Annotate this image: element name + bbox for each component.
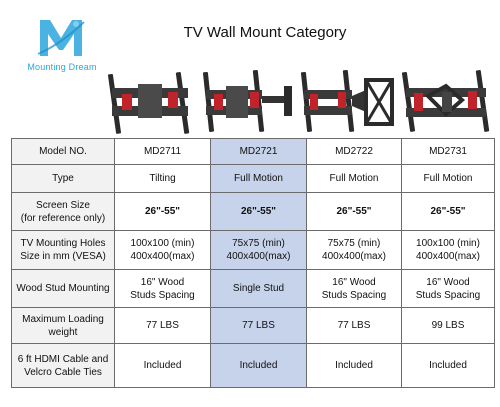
cell-md2721: Full Motion <box>210 164 307 193</box>
cell-md2722: Included <box>306 343 402 388</box>
cell-md2722: Full Motion <box>306 164 402 193</box>
cell-md2711: 77 LBS <box>114 307 211 344</box>
cell-md2722: 26"-55" <box>306 192 402 231</box>
cell-md2722: 75x75 (min)400x400(max) <box>306 230 402 270</box>
cell-md2711: Tilting <box>114 164 211 193</box>
row-label: Screen Size(for reference only) <box>11 192 115 231</box>
cell-md2731: 100x100 (min)400x400(max) <box>401 230 495 270</box>
cell-md2711: 26"-55" <box>114 192 211 231</box>
cell-md2731: 26"-55" <box>401 192 495 231</box>
cell-md2731: Full Motion <box>401 164 495 193</box>
cell-md2721: 77 LBS <box>210 307 307 344</box>
mounting-dream-logo-icon <box>37 20 85 56</box>
row-label: Wood Stud Mounting <box>11 269 115 308</box>
mount-image-md2722 <box>300 69 394 132</box>
table-row: Screen Size(for reference only)26"-55"26… <box>11 192 495 231</box>
cell-md2722: 77 LBS <box>306 307 402 344</box>
cell-md2711: MD2711 <box>114 138 211 165</box>
cell-md2721: Single Stud <box>210 269 307 308</box>
page-title: TV Wall Mount Category <box>183 24 347 41</box>
cell-md2721: 75x75 (min)400x400(max) <box>210 230 307 270</box>
brand-logo: Mounting Dream <box>22 14 102 82</box>
cell-md2721: MD2721 <box>210 138 307 165</box>
product-images <box>104 66 496 138</box>
cell-md2721: 26"-55" <box>210 192 307 231</box>
cell-md2711: 100x100 (min)400x400(max) <box>114 230 211 270</box>
mount-image-md2731 <box>401 70 490 132</box>
cell-md2731: Included <box>401 343 495 388</box>
row-label: Type <box>11 164 115 193</box>
cell-md2731: MD2731 <box>401 138 495 165</box>
row-label: Model NO. <box>11 138 115 165</box>
mount-image-md2711 <box>107 72 190 134</box>
cell-md2731: 99 LBS <box>401 307 495 344</box>
cell-md2721: Included <box>210 343 307 388</box>
brand-name: Mounting Dream <box>27 62 97 72</box>
mount-image-md2721 <box>202 69 292 132</box>
cell-md2711: Included <box>114 343 211 388</box>
cell-md2722: MD2722 <box>306 138 402 165</box>
